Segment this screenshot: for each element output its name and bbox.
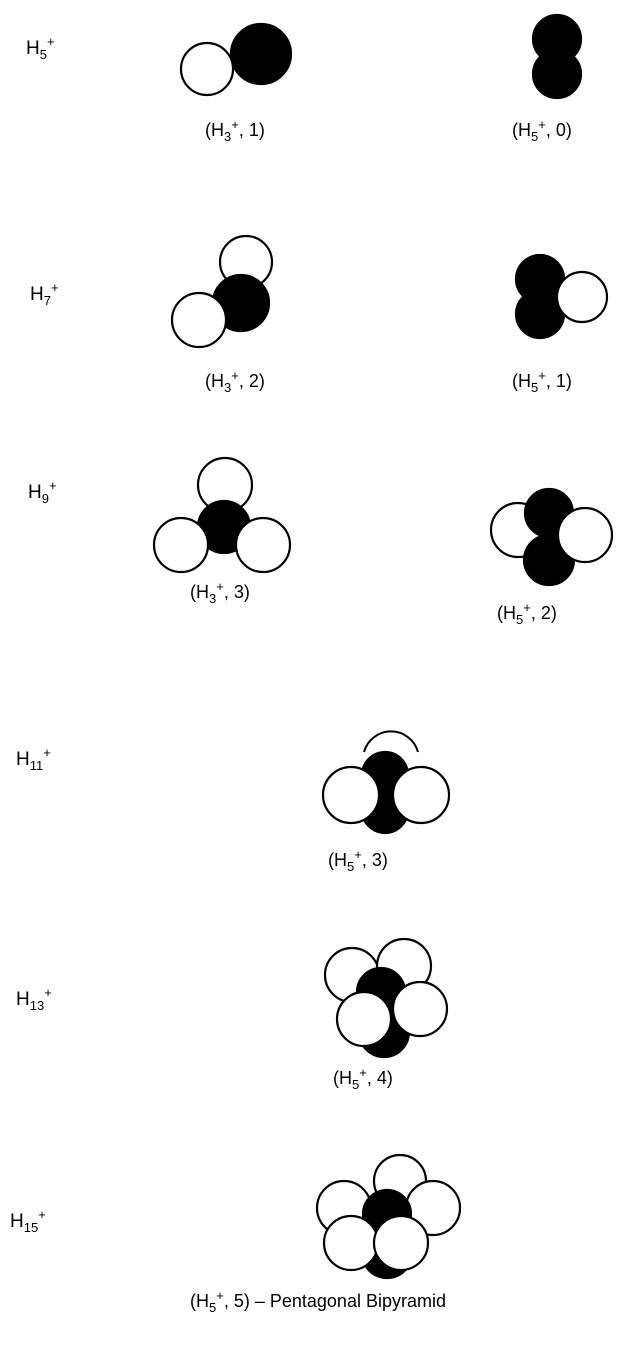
- h2-ligand-sphere: [321, 765, 381, 825]
- row-label-h7: H7+: [30, 280, 59, 308]
- structure-h5-0: [531, 13, 583, 100]
- h2-ligand-sphere: [152, 516, 210, 574]
- row-label-h13: H13+: [16, 985, 52, 1013]
- caption-h5-0: (H5+, 0): [512, 117, 572, 144]
- caption-h5-1: (H5+, 1): [512, 368, 572, 395]
- structure-h3-3: [152, 456, 292, 574]
- caption-h5-5: (H5+, 5) – Pentagonal Bipyramid: [190, 1288, 446, 1315]
- structure-h3-2: [170, 234, 274, 349]
- caption-h5-3: (H5+, 3): [328, 847, 388, 874]
- structure-h5-2: [489, 487, 614, 587]
- h2-ligand-sphere: [556, 506, 614, 564]
- structure-h5-5: [315, 1153, 462, 1280]
- caption-h3-2: (H3+, 2): [205, 368, 265, 395]
- row-label-h15: H15+: [10, 1207, 46, 1235]
- structure-h5-1: [514, 253, 609, 340]
- caption-h5-4: (H5+, 4): [333, 1065, 393, 1092]
- h2-ligand-sphere: [372, 1214, 430, 1272]
- h2-ligand-sphere: [322, 1214, 380, 1272]
- h5-core-sphere-bottom: [531, 48, 583, 100]
- h2-ligand-sphere: [391, 765, 451, 825]
- h2-ligand-sphere: [234, 516, 292, 574]
- structure-h5-3: [321, 730, 451, 835]
- caption-h3-3: (H3+, 3): [190, 579, 250, 606]
- row-label-h11: H11+: [16, 745, 51, 773]
- caption-h5-2: (H5+, 2): [497, 600, 557, 627]
- h2-ligand-back-arc: [363, 730, 419, 753]
- h2-ligand-sphere: [391, 980, 449, 1038]
- h3-core-sphere: [229, 22, 293, 86]
- h2-ligand-sphere: [170, 291, 228, 349]
- structure-h5-4: [323, 937, 449, 1059]
- h2-ligand-sphere: [179, 41, 235, 97]
- h2-ligand-sphere: [335, 990, 393, 1048]
- row-label-h5: H5+: [26, 34, 55, 62]
- structure-h3-1: [179, 22, 293, 97]
- row-label-h9: H9+: [28, 478, 57, 506]
- h2-ligand-sphere: [555, 270, 609, 324]
- caption-h3-1: (H3+, 1): [205, 117, 265, 144]
